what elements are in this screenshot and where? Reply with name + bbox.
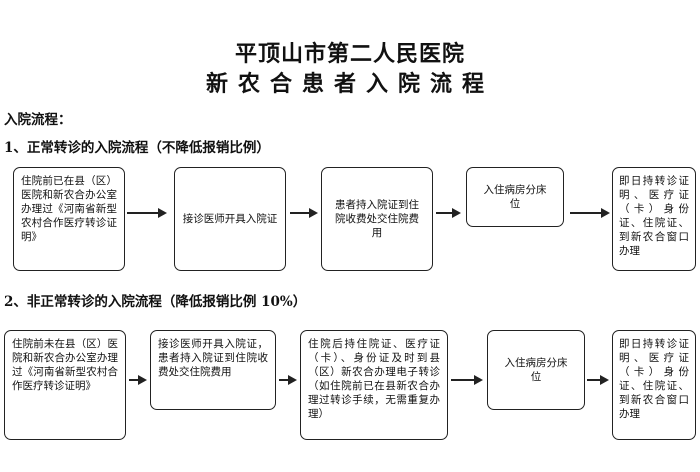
flow1-step4-box: 入住病房分床位 [466,167,564,227]
flow1-step2-box: 接诊医师开具入院证 [174,167,286,271]
flow1-step1-box: 住院前已在县（区）医院和新农合办公室办理过《河南省新型农村合作医疗转诊证明》 [13,167,125,271]
flow2-arrow1 [129,375,147,385]
flow2-step3-box: 住院后持住院证、医疗证（卡）、身份证及时到县（区）新农合办理电子转诊（如住院前已… [300,330,448,440]
flow1-arrow4 [570,208,610,218]
hospital-title: 平顶山市第二人民医院 [234,42,465,67]
flow2-arrow4 [587,375,609,385]
process-title: 新农合患者入院流程 [205,72,494,97]
flow1-arrow3 [436,208,461,218]
flow2-step5-box: 即日持转诊证明、医疗证（卡）身份证、住院证、到新农合窗口办理 [612,330,696,440]
flow1-step5-box: 即日持转诊证明、医疗证（卡）身份证、住院证、到新农合窗口办理 [612,167,696,271]
flow1-arrow1 [127,208,167,218]
flow2-step2-box: 接诊医师开具入院证，患者持入院证到住院收费处交住院费用 [150,330,276,410]
section-label: 入院流程： [4,112,72,128]
flow2-step4-box: 入住病房分床位 [487,330,585,410]
flow2-step1-box: 住院前未在县（区）医院和新农合办公室办理过《河南省新型农村合作医疗转诊证明》 [4,330,126,440]
flow2-heading: 2、非正常转诊的入院流程（降低报销比例 10%） [4,294,307,310]
flow2-arrow3 [451,375,483,385]
flow2-arrow2 [279,375,297,385]
flow1-arrow2 [290,208,318,218]
flow1-heading: 1、正常转诊的入院流程（不降低报销比例） [4,140,270,156]
flow1-step3-box: 患者持入院证到住院收费处交住院费用 [321,167,433,271]
